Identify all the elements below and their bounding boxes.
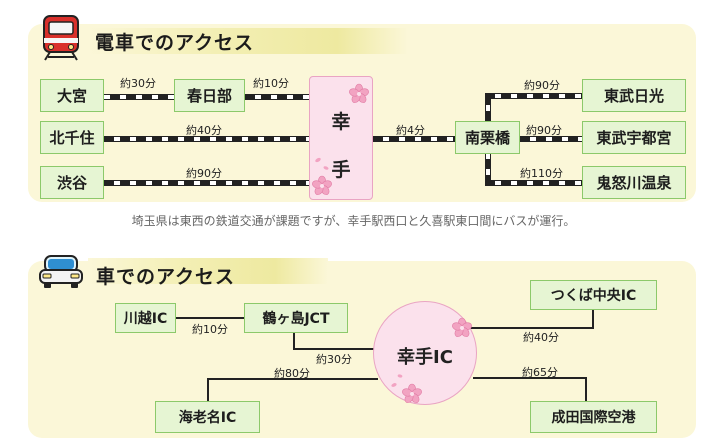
time-nikko: 約90分 <box>524 79 560 92</box>
road-narita <box>473 377 587 401</box>
rail-note: 埼玉県は東西の鉄道交通が課題ですが、幸手駅西口と久喜駅東口間にバスが運行。 <box>131 214 576 228</box>
time-tsukuba: 約40分 <box>523 331 559 344</box>
cherry-blossom-icon <box>400 383 424 405</box>
petal <box>323 166 329 170</box>
time-kawagoe: 約10分 <box>192 323 228 336</box>
station-shibuya: 渋谷 <box>40 166 104 199</box>
petal <box>315 157 321 163</box>
time-ebina: 約80分 <box>274 367 310 380</box>
track-kinugawa <box>485 180 582 186</box>
petal <box>397 374 403 378</box>
time-tsurugashima: 約30分 <box>316 353 352 366</box>
track-shibuya-satte <box>104 180 309 186</box>
road-ebina <box>207 378 378 401</box>
track-kitasenju-satte <box>104 136 309 142</box>
hub-char-1: 幸 <box>331 111 351 133</box>
place-tsukuba-chuo-ic: つくば中央IC <box>530 280 657 310</box>
time-shibuya: 約90分 <box>186 167 222 180</box>
satte-ic-label: 幸手IC <box>397 347 453 368</box>
car-section-title: 車でのアクセス <box>96 266 236 288</box>
track-satte-kurihashi <box>373 136 455 142</box>
station-kasukabe: 春日部 <box>174 79 245 112</box>
cherry-blossom-icon <box>347 83 371 105</box>
track-kurihashi-utsunomiya <box>520 136 582 142</box>
train-icon <box>40 14 82 62</box>
title-band <box>88 258 328 284</box>
station-minami-kurihashi: 南栗橋 <box>455 121 520 154</box>
station-tobu-utsunomiya: 東武宇都宮 <box>582 121 686 154</box>
time-kinugawa: 約110分 <box>520 167 563 180</box>
track-nikko <box>485 93 582 99</box>
place-tsurugashima-jct: 鶴ヶ島JCT <box>244 303 348 333</box>
station-kinugawa-onsen: 鬼怒川温泉 <box>582 166 686 199</box>
place-narita-airport: 成田国際空港 <box>530 401 657 433</box>
road-tsukuba <box>470 310 594 329</box>
station-tobu-nikko: 東武日光 <box>582 79 686 112</box>
hub-char-2: 手 <box>331 159 351 181</box>
place-kawagoe-ic: 川越IC <box>115 303 176 333</box>
time-satte-kurihashi: 約4分 <box>396 124 425 137</box>
time-omiya-kasukabe: 約30分 <box>120 77 156 90</box>
time-kitasenju: 約40分 <box>186 124 222 137</box>
road-tsurugashima <box>293 333 376 350</box>
car-icon <box>38 252 84 290</box>
track-omiya-kasukabe <box>94 94 174 100</box>
place-ebina-ic: 海老名IC <box>155 401 260 433</box>
cherry-blossom-icon <box>450 317 474 339</box>
track-kasukabe-satte <box>245 94 309 100</box>
time-narita: 約65分 <box>522 366 558 379</box>
time-kasukabe-satte: 約10分 <box>253 77 289 90</box>
station-kitasenju: 北千住 <box>40 121 104 154</box>
station-omiya: 大宮 <box>40 79 104 112</box>
petal <box>391 383 397 387</box>
cherry-blossom-icon <box>310 175 334 197</box>
time-utsunomiya: 約90分 <box>526 124 562 137</box>
train-section-title: 電車でのアクセス <box>95 32 255 54</box>
satte-ic-hub: 幸手IC <box>373 301 477 405</box>
title-band <box>88 28 408 54</box>
